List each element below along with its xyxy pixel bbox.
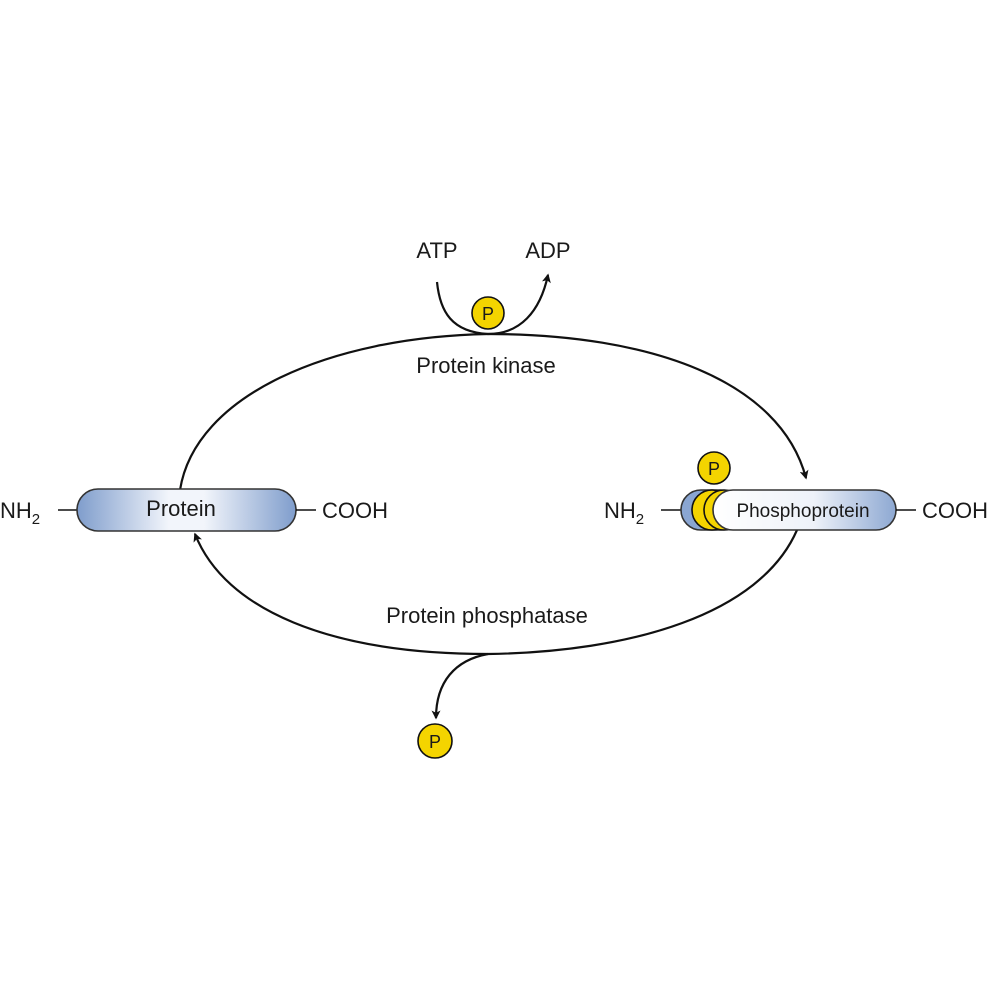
bound-phosphate-label: P xyxy=(708,459,720,479)
protein-label: Protein xyxy=(146,496,216,521)
released-phosphate-group: P xyxy=(417,723,453,759)
atp-adp-arrow xyxy=(435,273,551,336)
phosphate-release-arrow xyxy=(431,652,489,720)
phosphoprotein-label: Phosphoprotein xyxy=(736,501,869,522)
nh2-terminus-label-right: NH2 xyxy=(604,498,644,528)
phosphate-label: P xyxy=(482,304,494,324)
cooh-terminus-label-right: COOH xyxy=(922,498,988,523)
protein-kinase-label: Protein kinase xyxy=(416,353,555,378)
cooh-terminus-label: COOH xyxy=(322,498,388,523)
phosphate-icon xyxy=(697,451,731,485)
phosphoprotein-group: NH2 P Phosphoprotein COOH xyxy=(604,451,988,531)
nh2-terminus-label: NH2 xyxy=(0,498,40,528)
phosphatase-arc xyxy=(193,529,799,656)
atp-label: ATP xyxy=(416,238,457,263)
adp-label: ADP xyxy=(525,238,570,263)
phosphate-icon xyxy=(417,723,453,759)
kinase-phosphate-group: P xyxy=(471,296,505,330)
protein-phosphatase-label: Protein phosphatase xyxy=(386,603,588,628)
phosphate-icon xyxy=(471,296,505,330)
protein-group: NH2 Protein COOH xyxy=(0,488,388,532)
released-phosphate-label: P xyxy=(429,732,441,752)
